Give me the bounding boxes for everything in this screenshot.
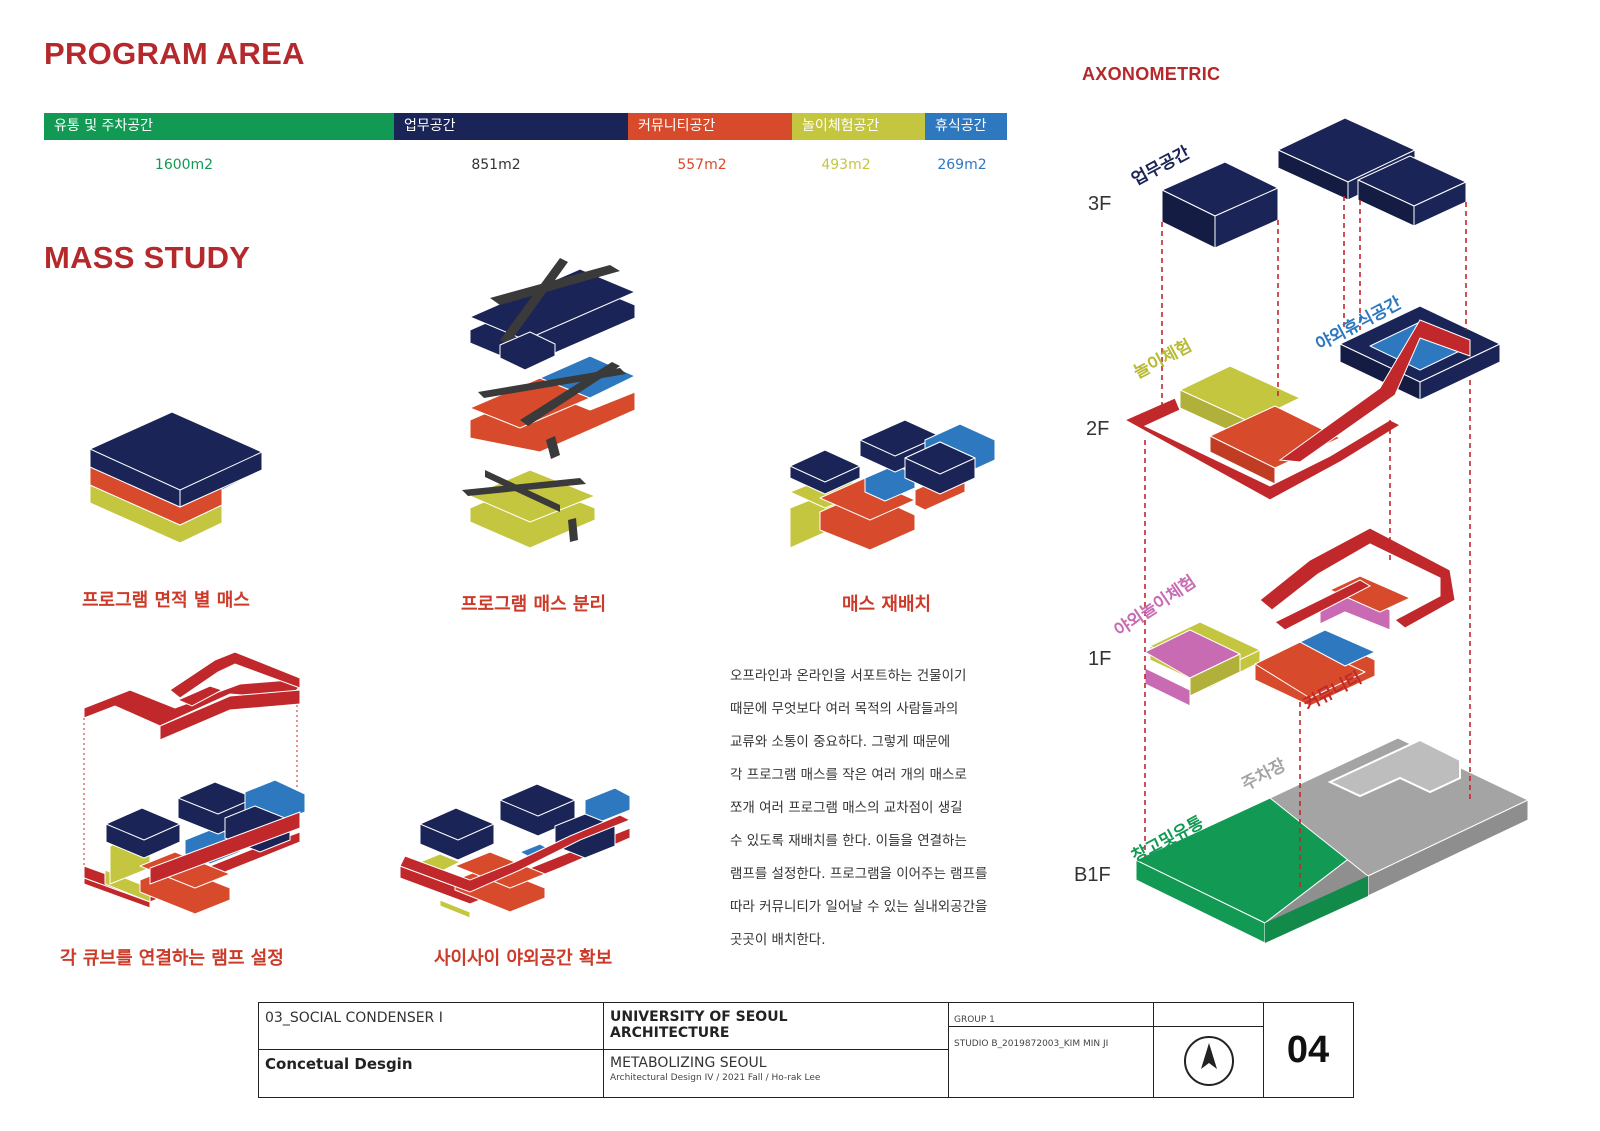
caption-program-mass-separation: 프로그램 매스 분리 [461, 594, 607, 615]
title-block-sheet-number-cell: 04 [1264, 1003, 1352, 1097]
sheet-number: 04 [1286, 1028, 1330, 1071]
description-line: 수 있도록 재배치를 한다. 이들을 연결하는 [730, 833, 967, 849]
studio-label: STUDIO B_2019872003_KIM MIN JI [954, 1039, 1109, 1049]
rearranged-masses [789, 419, 996, 551]
title-block-university-cell: UNIVERSITY OF SEOUL ARCHITECTURE [604, 1003, 949, 1050]
area-play: 493m2 [821, 157, 871, 173]
program-bar-play: 놀이체험공간 [792, 113, 925, 140]
program-bar-office: 업무공간 [394, 113, 628, 140]
title-block-project-cell: 03_SOCIAL CONDENSER I [259, 1003, 604, 1050]
title-block-subject-cell: Concetual Desgin [259, 1050, 604, 1097]
program-bar-community: 커뮤니티공간 [628, 113, 792, 140]
description-line: 각 프로그램 매스를 작은 여러 개의 매스로 [730, 767, 967, 783]
group-label: GROUP 1 [954, 1015, 995, 1025]
outdoor-space-diagram [399, 783, 632, 919]
caption-ramp-setting: 각 큐브를 연결하는 램프 설정 [60, 948, 284, 969]
project-title: METABOLIZING SEOUL [610, 1055, 767, 1071]
area-office: 851m2 [471, 157, 521, 173]
floor-label-b1f: B1F [1074, 864, 1111, 886]
program-bar-rest: 휴식공간 [925, 113, 1007, 140]
caption-outdoor-space: 사이사이 야외공간 확보 [434, 948, 613, 969]
description-paragraph: 오프라인과 온라인을 서포트하는 건물이기 때문에 무엇보다 여러 목적의 사람… [730, 660, 1050, 957]
ramp-connection-diagram [83, 651, 306, 915]
stacked-program-mass [89, 411, 263, 544]
project-code: 03_SOCIAL CONDENSER I [265, 1010, 443, 1026]
title-block-north-cell [1154, 1003, 1264, 1097]
area-circulation-parking: 1600m2 [154, 157, 214, 173]
program-bar-circulation-parking: 유통 및 주차공간 [44, 113, 394, 140]
caption-mass-rearrangement: 매스 재배치 [842, 594, 932, 615]
mass-study-heading: MASS STUDY [44, 240, 251, 275]
description-line: 곳곳이 배치한다. [730, 932, 826, 948]
title-block-studio-cell: STUDIO B_2019872003_KIM MIN JI [949, 1027, 1154, 1097]
floor-label-1f: 1F [1088, 648, 1112, 670]
description-line: 따라 커뮤니티가 일어날 수 있는 실내외공간을 [730, 899, 988, 915]
separated-program-masses [462, 258, 636, 549]
area-rest: 269m2 [937, 157, 987, 173]
course-info: Architectural Design IV / 2021 Fall / Ho… [610, 1073, 821, 1083]
description-line: 쪼개 여러 프로그램 매스의 교차점이 생길 [730, 800, 963, 816]
axonometric-heading: AXONOMETRIC [1082, 64, 1221, 84]
university-line2: ARCHITECTURE [610, 1025, 730, 1041]
description-line: 교류와 소통이 중요하다. 그렇게 때문에 [730, 734, 951, 750]
description-line: 때문에 무엇보다 여러 목적의 사람들과의 [730, 701, 959, 717]
program-area-heading: PROGRAM AREA [44, 36, 305, 71]
title-block-group-cell: GROUP 1 [949, 1003, 1154, 1027]
floor-label-2f: 2F [1086, 418, 1110, 440]
description-line: 오프라인과 온라인을 서포트하는 건물이기 [730, 668, 967, 684]
axonometric-diagram [1123, 117, 1529, 944]
description-line: 램프를 설정한다. 프로그램을 이어주는 램프를 [730, 866, 988, 882]
title-block-title-cell: METABOLIZING SEOUL Architectural Design … [604, 1050, 949, 1097]
north-arrow-icon [1184, 1036, 1234, 1086]
caption-program-area-mass: 프로그램 면적 별 매스 [82, 590, 250, 611]
area-community: 557m2 [677, 157, 727, 173]
sheet-subject: Concetual Desgin [265, 1055, 413, 1073]
university-line1: UNIVERSITY OF SEOUL [610, 1009, 788, 1025]
floor-label-3f: 3F [1088, 193, 1112, 215]
title-block: 03_SOCIAL CONDENSER I Concetual Desgin U… [258, 1002, 1354, 1098]
